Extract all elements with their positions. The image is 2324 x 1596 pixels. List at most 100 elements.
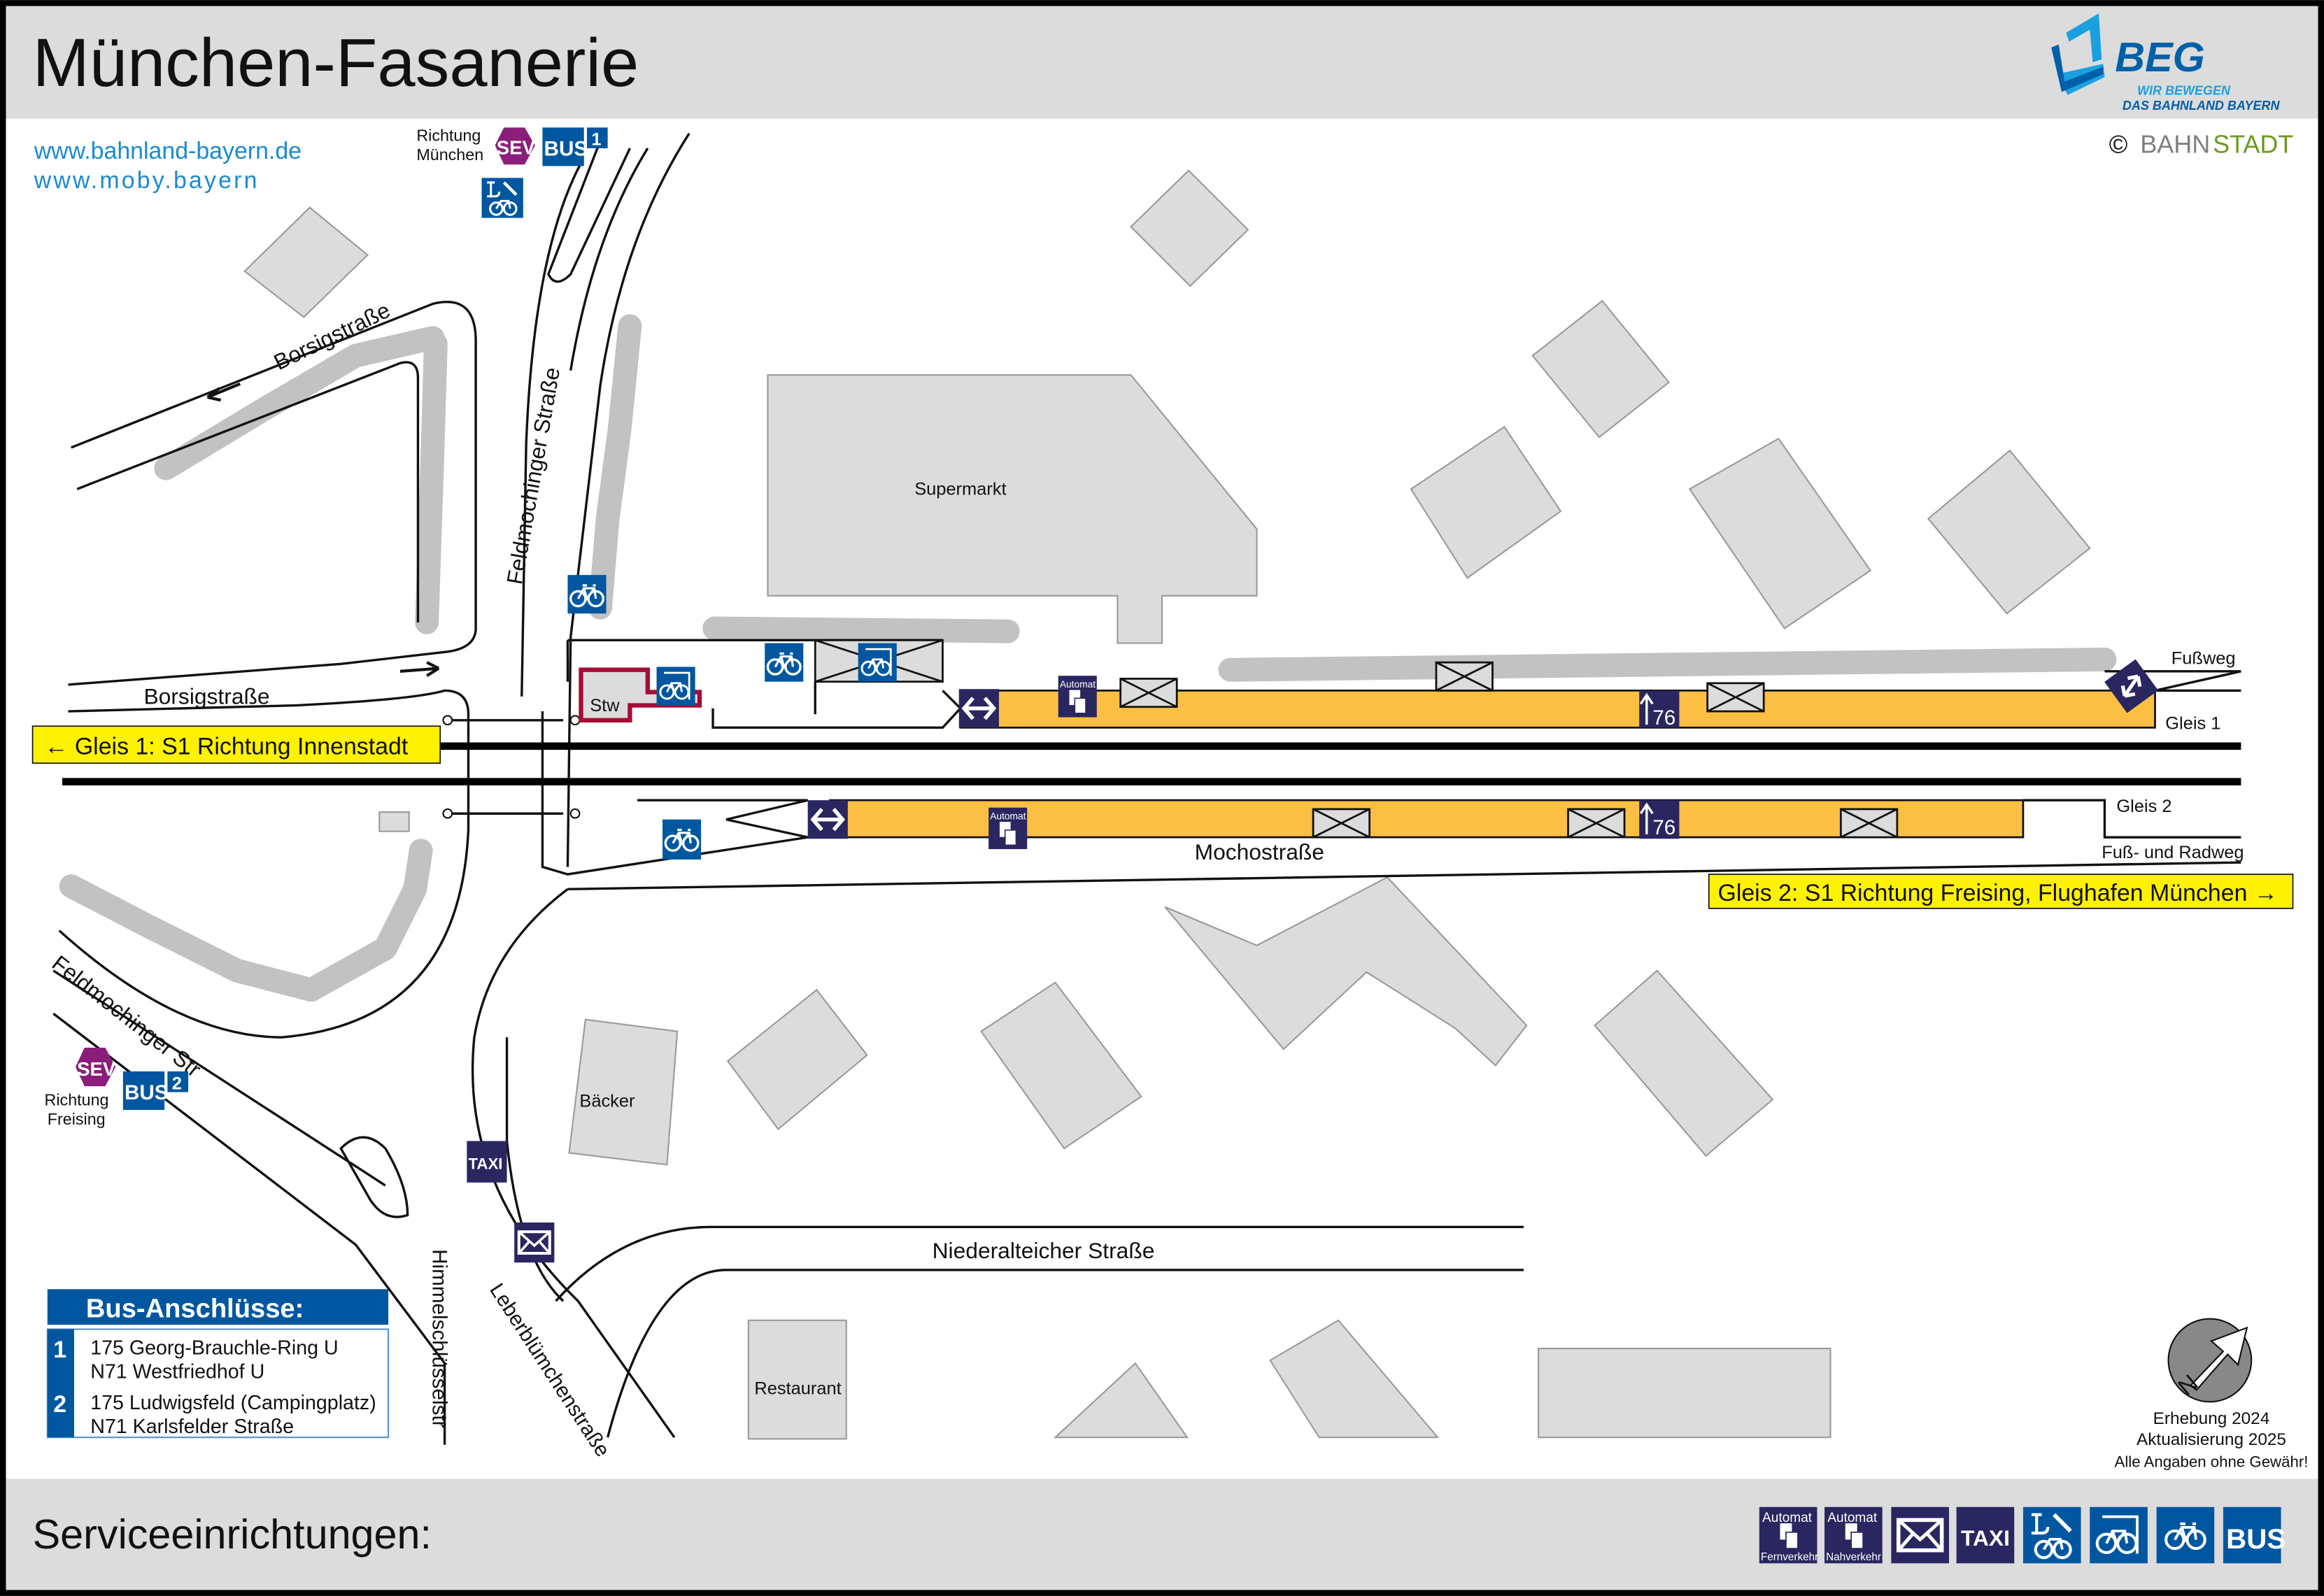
exit-76-icon: 76 [1639, 690, 1680, 729]
svg-text:SEV: SEV [497, 136, 536, 158]
svg-text:SEV: SEV [77, 1058, 116, 1080]
diagonal-access-icon [2104, 659, 2159, 713]
bike-parking-icon [765, 643, 804, 682]
svg-text:BUS: BUS [544, 138, 588, 161]
ticket-machine-icon: Automat [1058, 676, 1097, 718]
bike-repair-icon [2022, 1506, 2081, 1564]
svg-text:TAXI: TAXI [1961, 1525, 2010, 1551]
buildings [243, 169, 2091, 1440]
url-moby[interactable]: www.moby.bayern [34, 167, 260, 194]
bike-parking-icon [2156, 1506, 2215, 1564]
supermarket-building [767, 374, 1258, 644]
svg-text:2: 2 [172, 1074, 182, 1093]
svg-text:76: 76 [1652, 816, 1675, 839]
svg-text:N71 Westfriedhof U: N71 Westfriedhof U [90, 1360, 264, 1383]
svg-text:2: 2 [53, 1391, 66, 1418]
street-mocho: Mochostraße [1195, 839, 1324, 864]
track-gleis-1 [62, 742, 2241, 750]
svg-text:Richtung: Richtung [45, 1091, 109, 1109]
svg-text:Gleis 2: S1 Richtung Freising,: Gleis 2: S1 Richtung Freising, Flughafen… [1717, 880, 2277, 906]
street-leberbluemchen: Leberblümchenstraße [485, 1279, 614, 1461]
svg-text:WIR BEWEGEN: WIR BEWEGEN [2137, 84, 2231, 98]
bus-icon [542, 127, 584, 166]
label-supermarkt: Supermarkt [914, 480, 1006, 499]
roads [52, 132, 2241, 1445]
label-restaurant: Restaurant [754, 1379, 841, 1399]
ticket-machine-icon: Automat [989, 807, 1028, 850]
svg-text:BAHN: BAHN [2140, 129, 2210, 158]
bike-parking-covered-icon [858, 643, 897, 682]
mailbox-icon [514, 1222, 555, 1263]
access-arrows-icon [958, 689, 999, 728]
svg-text:← Gleis 1: S1 Richtung Innens: ← Gleis 1: S1 Richtung Innenstadt [45, 734, 409, 760]
bike-repair-icon [481, 178, 523, 218]
bus-stop-south: SEV Richtung Freising BUS 2 [45, 1047, 189, 1128]
svg-text:76: 76 [1652, 706, 1675, 729]
svg-text:1: 1 [591, 130, 601, 150]
update-year: Aktualisierung 2025 [2137, 1430, 2286, 1449]
svg-text:©: © [2109, 129, 2128, 158]
svg-text:1: 1 [53, 1337, 66, 1363]
north-arrow-compass: N [2167, 1318, 2253, 1403]
svg-text:175 Ludwigsfeld (Campingplatz): 175 Ludwigsfeld (Campingplatz) [90, 1392, 376, 1414]
svg-text:Nahverkehr: Nahverkehr [1826, 1551, 1881, 1563]
bike-parking-covered-icon [656, 667, 695, 706]
label-baecker: Bäcker [579, 1092, 635, 1111]
label-fussweg: Fußweg [2171, 648, 2236, 668]
taxi-icon: TAXI [467, 1141, 507, 1183]
gleis-1-direction-sign: ← Gleis 1: S1 Richtung Innenstadt [31, 725, 441, 764]
header-band [0, 0, 2324, 119]
svg-text:Automat: Automat [990, 811, 1026, 822]
footer-title: Serviceeinrichtungen: [33, 1511, 432, 1558]
svg-text:Automat: Automat [1762, 1511, 1813, 1525]
restaurant-building [747, 1319, 847, 1440]
stw-label: Stw [590, 696, 620, 715]
svg-text:DAS BAHNLAND BAYERN: DAS BAHNLAND BAYERN [2123, 99, 2281, 113]
svg-text:München: München [416, 145, 483, 164]
gleis-2-direction-sign: Gleis 2: S1 Richtung Freising, Flughafen… [1708, 874, 2294, 909]
label-gleis-2: Gleis 2 [2116, 797, 2171, 816]
svg-text:BUS: BUS [2226, 1523, 2286, 1555]
svg-text:Richtung: Richtung [416, 126, 481, 144]
disclaimer: Alle Angaben ohne Gewähr! [2115, 1453, 2309, 1471]
access-arrows-icon [807, 800, 848, 839]
svg-text:Freising: Freising [48, 1110, 106, 1128]
taxi-icon: TAXI [1956, 1506, 2015, 1564]
trees [59, 314, 2117, 1002]
bike-parking-icon [567, 575, 607, 614]
svg-text:TAXI: TAXI [468, 1155, 502, 1173]
street-himmelschluessel: Himmelschlüsselstr [428, 1249, 451, 1428]
url-bahnland[interactable]: www.bahnland-bayern.de [34, 138, 302, 164]
svg-text:Automat: Automat [1060, 679, 1096, 690]
street-niederalteicher: Niederalteicher Straße [933, 1238, 1155, 1263]
bus-icon [122, 1071, 165, 1110]
beg-logo: BEG WIR BEWEGEN DAS BAHNLAND BAYERN [2051, 13, 2281, 113]
svg-text:Fernverkehr: Fernverkehr [1761, 1551, 1818, 1563]
sev-icon [76, 1047, 116, 1087]
mailbox-icon [1891, 1506, 1949, 1564]
street-borsig-horiz: Borsigstraße [144, 683, 270, 708]
street-feldmochinger-diag: Feldmochinger Str [48, 950, 206, 1082]
svg-text:BUS: BUS [125, 1081, 169, 1104]
bahnstadt-copyright: © BAHN STADT [2109, 129, 2294, 158]
svg-text:Automat: Automat [1827, 1511, 1878, 1525]
shelters [814, 639, 1899, 839]
signal-box-stw [579, 667, 702, 722]
bus-connections-table: Bus-Anschlüsse: 1 175 Georg-Brauchle-Rin… [46, 1289, 390, 1439]
sev-icon [495, 127, 535, 165]
survey-year: Erhebung 2024 [2153, 1409, 2270, 1428]
street-feldmochinger-vert: Feldmochinger Straße [502, 365, 565, 586]
exit-76-icon: 76 [1639, 800, 1680, 839]
bus-stop-north: Richtung München SEV BUS 1 [416, 126, 608, 166]
bike-parking-icon [663, 819, 702, 860]
bus-connections-title: Bus-Anschlüsse: [86, 1294, 304, 1324]
svg-text:175 Georg-Brauchle-Ring U: 175 Georg-Brauchle-Ring U [90, 1337, 338, 1360]
svg-text:BEG: BEG [2115, 34, 2205, 80]
bakery-building [568, 1018, 679, 1166]
bike-parking-covered-icon [2090, 1506, 2148, 1564]
